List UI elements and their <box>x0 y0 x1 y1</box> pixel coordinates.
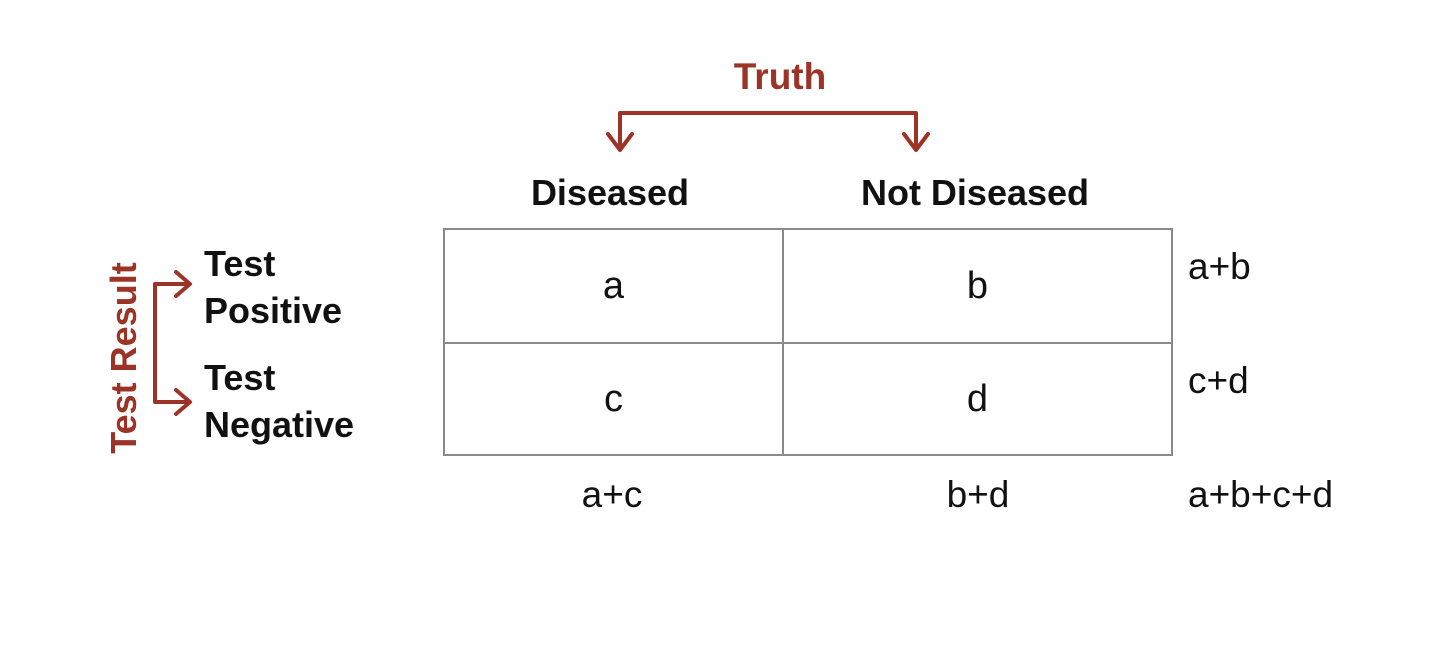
row-header-line: Test <box>204 243 276 284</box>
cell-b: b <box>782 230 1171 342</box>
row-total-positive: a+b <box>1188 246 1251 287</box>
cell-c: c <box>445 342 782 454</box>
column-total-not-diseased: b+d <box>946 474 1010 515</box>
column-header-diseased: Diseased <box>530 172 690 213</box>
row-header-test-positive: Test Positive <box>204 240 342 334</box>
column-total-diseased: a+c <box>581 474 643 515</box>
contingency-table: a b c d <box>443 228 1173 456</box>
test-result-label: Test Result <box>103 262 144 454</box>
truth-label: Truth <box>733 56 827 97</box>
cell-d: d <box>782 342 1171 454</box>
truth-bracket-arrow <box>606 111 930 152</box>
row-header-line: Positive <box>204 290 343 331</box>
row-header-test-negative: Test Negative <box>204 354 354 448</box>
column-header-not-diseased: Not Diseased <box>860 172 1090 213</box>
row-total-negative: c+d <box>1188 360 1249 401</box>
cell-a: a <box>602 264 625 307</box>
grand-total: a+b+c+d <box>1188 474 1334 515</box>
row-header-line: Test <box>204 357 276 398</box>
test-result-bracket-arrow <box>153 270 192 416</box>
row-header-line: Negative <box>204 404 355 445</box>
